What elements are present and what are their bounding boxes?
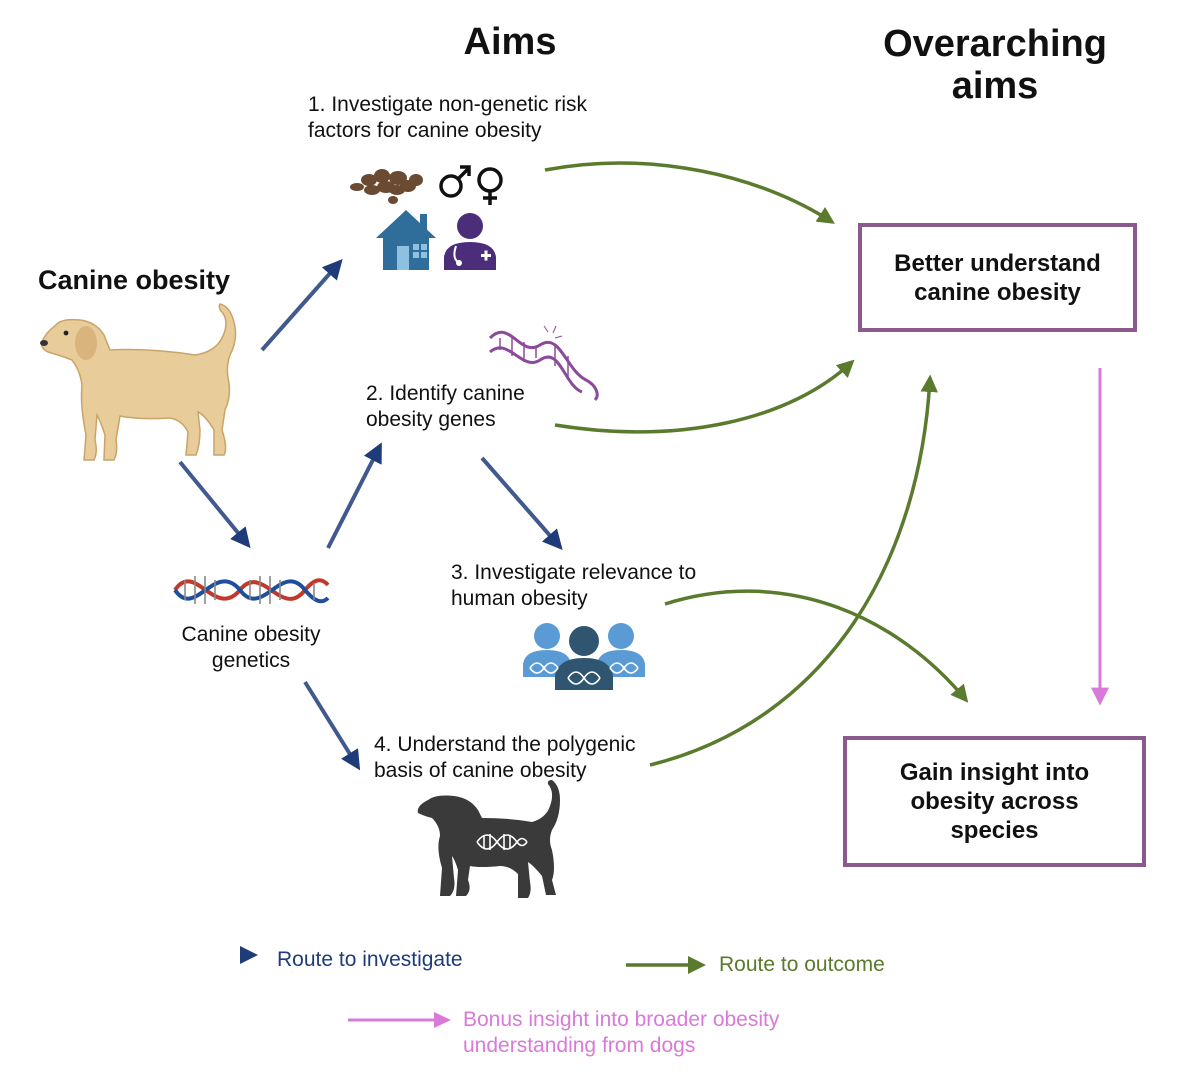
vet-icon	[444, 213, 496, 270]
people-dna-icon	[523, 623, 645, 690]
outcome-box-gain-insight: Gain insight into obesity across species	[843, 736, 1146, 867]
arrow-aim4-to-box1	[649, 374, 938, 767]
canine-obesity-label: Canine obesity	[38, 265, 231, 295]
aim-2-text: 2. Identify canine obesity genes	[366, 382, 525, 431]
dog-dark-dna-icon	[417, 780, 560, 898]
arrow-aim2-to-aim3	[480, 456, 563, 551]
legend-outcome-label: Route to outcome	[719, 953, 885, 976]
legend-investigate-label: Route to investigate	[277, 948, 463, 971]
arrow-genetics-to-aim2	[326, 442, 382, 549]
arrow-aim1-to-box1	[544, 161, 835, 224]
canine-obesity-genetics-label: Canine obesity genetics	[181, 623, 321, 672]
outcome-box-1-text: Better understand canine obesity	[894, 249, 1101, 306]
kibble-icon	[350, 169, 423, 204]
outcome-arrows	[544, 161, 969, 767]
outcome-box-better-understand: Better understand canine obesity	[858, 223, 1137, 332]
arrow-genetics-to-aim4	[303, 680, 361, 771]
arrow-obesity-to-aim1	[260, 259, 343, 352]
aim-1-text: 1. Investigate non-genetic risk factors …	[308, 93, 587, 142]
house-icon	[376, 210, 436, 270]
aim-3-text: 3. Investigate relevance to human obesit…	[451, 561, 697, 610]
outcome-box-2-text: Gain insight into obesity across species	[899, 759, 1090, 844]
legend-swatches	[132, 946, 706, 1028]
male-female-icon	[439, 165, 503, 205]
dog-tan-icon	[40, 303, 237, 461]
arrow-aim3-to-box2	[664, 589, 969, 703]
arrow-obesity-to-genetics	[178, 460, 251, 549]
dna-purple-icon	[488, 325, 599, 402]
aims-heading: Aims	[463, 21, 557, 63]
legend-bonus-label: Bonus insight into broader obesity under…	[463, 1008, 780, 1057]
overarching-aims-heading: Overarching aims	[883, 23, 1107, 107]
investigate-arrows	[178, 259, 563, 771]
arrow-aim2-to-box1	[554, 359, 855, 434]
dna-icon	[173, 576, 330, 604]
aim-4-text: 4. Understand the polygenic basis of can…	[374, 733, 636, 782]
